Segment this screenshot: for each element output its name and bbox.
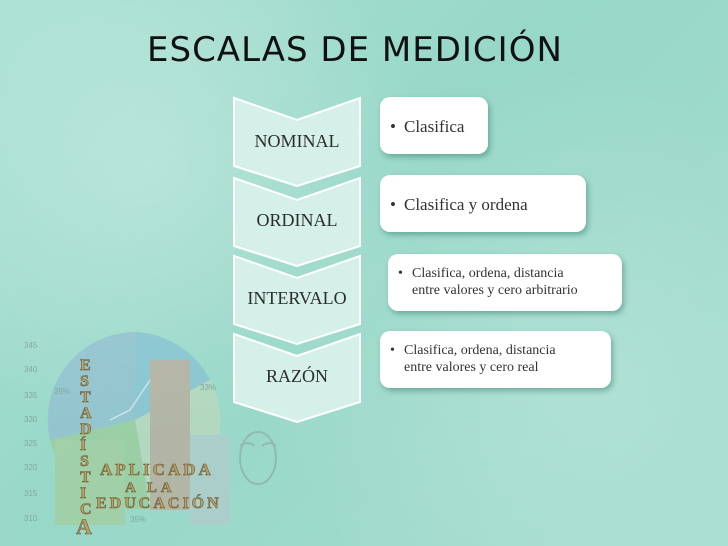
vertical-letter: I [80,485,86,502]
background-artwork: 345 340 335 330 325 320 315 310 35% 33% … [24,332,277,539]
y-tick-label: 330 [24,415,38,424]
vertical-letter: T [80,469,91,486]
vertical-letter: T [80,389,91,406]
y-tick-label: 315 [24,489,38,498]
percent-label: 35% [54,387,70,396]
level-chevron-intervalo: INTERVALO [232,254,362,346]
bar-graphic [150,360,190,510]
bullet-icon: • [390,117,396,136]
percent-label: 33% [200,383,216,392]
description-text: Clasifica, ordena, distancia [404,343,556,358]
bar-graphic [55,440,125,525]
description-text: entre valores y cero arbitrario [412,283,578,298]
caption-line: APLICADA [100,460,214,479]
caption-line: EDUCACIÓN [96,493,222,512]
description-text: Clasifica y ordena [404,195,528,214]
level-chevron-ordinal: ORDINAL [232,176,362,268]
description-text: entre valores y cero real [404,360,539,375]
level-label: NOMINAL [254,131,340,151]
vertical-letter: D [80,421,92,438]
description-box-razon: • Clasifica, ordena, distancia entre val… [380,331,611,388]
description-text: Clasifica [404,117,465,136]
y-tick-label: 310 [24,514,38,523]
bullet-icon: • [390,343,395,358]
description-text: Clasifica, ordena, distancia [412,266,564,281]
percent-label: 35% [130,515,146,524]
bullet-icon: • [390,195,396,214]
level-label: ORDINAL [256,210,338,230]
vertical-letter: C [80,501,92,518]
y-tick-label: 325 [24,439,38,448]
bar-graphic [190,435,230,525]
y-tick-label: 345 [24,341,38,350]
y-tick-label: 320 [24,463,38,472]
level-label: RAZÓN [266,366,328,386]
y-tick-label: 335 [24,391,38,400]
level-chevron-nominal: NOMINAL [232,96,362,188]
y-tick-label: 340 [24,365,38,374]
bullet-icon: • [398,266,403,281]
description-box-ordinal: • Clasifica y ordena [380,175,586,232]
vertical-letter: E [80,357,91,374]
vertical-letter: S [80,453,89,470]
caption-line: A LA [125,480,176,496]
vertical-letter: S [80,373,89,390]
level-label: INTERVALO [247,288,347,308]
description-box-intervalo: • Clasifica, ordena, distancia entre val… [388,254,622,311]
vertical-letter: Í [80,435,86,454]
vertical-letter: A [80,405,92,422]
description-box-nominal: • Clasifica [380,97,488,154]
slide-title: ESCALAS DE MEDICIÓN [147,30,563,70]
vertical-letter: A [76,514,92,539]
level-chevron-razon: RAZÓN [232,332,362,424]
